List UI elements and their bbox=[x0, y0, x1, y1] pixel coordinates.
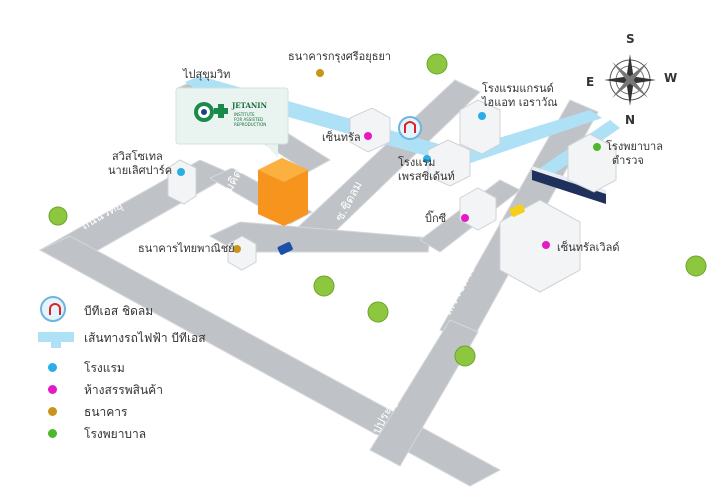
building-bigc bbox=[459, 187, 497, 231]
label-scb: ธนาคารไทยพาณิชย์ bbox=[138, 242, 235, 255]
building-swissotel bbox=[167, 159, 197, 205]
label-grand-hyatt-2: ไฮแอท เอราวัณ bbox=[481, 96, 558, 109]
map-legend: บีทีเอส ชิดลม เส้นทางรถไฟฟ้า บีทีเอส โรง… bbox=[38, 296, 298, 444]
place-markers bbox=[177, 69, 601, 253]
logo-sub2: FOR ASSISTED bbox=[234, 117, 263, 122]
marker-central-world bbox=[542, 241, 550, 249]
tree-3 bbox=[313, 275, 335, 297]
legend-hospital: โรงพยาบาล bbox=[38, 422, 298, 444]
logo-sub1: INSTITUTE bbox=[234, 112, 255, 117]
bank-dot-icon bbox=[48, 407, 57, 416]
marker-krungsri bbox=[316, 69, 324, 77]
compass-w: W bbox=[664, 71, 677, 85]
label-central-world: เซ็นทรัลเวิลด์ bbox=[557, 240, 619, 254]
car-yellow bbox=[509, 204, 525, 217]
label-police-hospital-2: ตำรวจ bbox=[612, 154, 644, 167]
compass-n: N bbox=[625, 113, 635, 127]
tree-2 bbox=[48, 206, 68, 226]
jetanin-building bbox=[258, 158, 308, 226]
label-police-hospital-1: โรงพยาบาล bbox=[606, 139, 663, 153]
marker-central bbox=[364, 132, 372, 140]
buildings bbox=[167, 99, 617, 293]
jetanin-logo-icon bbox=[194, 102, 228, 122]
legend-bank: ธนาคาร bbox=[38, 400, 298, 422]
bts-station-icon bbox=[40, 296, 66, 322]
tree-6 bbox=[685, 255, 707, 277]
compass-s: S bbox=[626, 32, 635, 46]
label-swissotel-2: นายเลิศปาร์ค bbox=[108, 164, 172, 177]
label-president-2: เพรสซิเด้นท์ bbox=[398, 170, 455, 183]
tree-4 bbox=[367, 301, 389, 323]
hospital-dot-icon bbox=[48, 429, 57, 438]
logo-name: JETANIN bbox=[231, 101, 268, 110]
tree-1 bbox=[426, 53, 448, 75]
legend-hospital-label: โรงพยาบาล bbox=[84, 427, 147, 441]
building-central-world bbox=[499, 199, 581, 293]
legend-bts-station-label: บีทีเอส ชิดลม bbox=[84, 304, 154, 318]
label-bigc: บิ๊กซี bbox=[425, 210, 447, 225]
tree-5 bbox=[454, 345, 476, 367]
marker-president bbox=[423, 155, 431, 163]
marker-scb bbox=[233, 245, 241, 253]
label-central: เซ็นทรัล bbox=[322, 130, 361, 144]
legend-hotel-label: โรงแรม bbox=[84, 361, 125, 375]
building-hospital bbox=[567, 133, 617, 193]
compass-e: E bbox=[586, 75, 594, 89]
legend-bts-line-label: เส้นทางรถไฟฟ้า บีทีเอส bbox=[84, 331, 206, 345]
car-blue bbox=[277, 242, 293, 255]
legend-hotel: โรงแรม bbox=[38, 356, 298, 378]
building-scb bbox=[227, 235, 257, 271]
legend-bank-label: ธนาคาร bbox=[84, 405, 128, 419]
bts-line-icon bbox=[38, 332, 74, 348]
road-pratunam bbox=[369, 319, 479, 467]
trees bbox=[48, 53, 707, 367]
label-president-1: โรงแรม bbox=[398, 155, 435, 169]
compass-rose: S E W N bbox=[586, 32, 677, 127]
marker-bigc bbox=[461, 214, 469, 222]
hotel-dot-icon bbox=[48, 363, 57, 372]
label-grand-hyatt-1: โรงแรมแกรนด์ bbox=[482, 81, 554, 95]
building-grand-hyatt bbox=[459, 99, 501, 155]
bts-chidlom-station-icon bbox=[398, 116, 422, 140]
label-sukhumvit: ไปสุขุมวิท bbox=[182, 68, 230, 81]
legend-bts-line: เส้นทางรถไฟฟ้า บีทีเอส bbox=[38, 326, 298, 356]
building-central bbox=[349, 107, 391, 153]
label-krungsri: ธนาคารกรุงศรีอยุธยา bbox=[288, 50, 391, 63]
marker-police-hospital bbox=[593, 143, 601, 151]
legend-mall: ห้างสรรพสินค้า bbox=[38, 378, 298, 400]
road-phetchaburi bbox=[38, 235, 502, 487]
marker-grand-hyatt bbox=[478, 112, 486, 120]
legend-mall-label: ห้างสรรพสินค้า bbox=[84, 383, 163, 397]
legend-bts-station: บีทีเอส ชิดลม bbox=[38, 296, 298, 326]
building-president bbox=[427, 139, 471, 187]
place-labels: ไปสุขุมวิท ธนาคารกรุงศรีอยุธยา โรงแรมแกร… bbox=[108, 50, 663, 255]
label-swissotel-1: สวิสโซเทล bbox=[112, 149, 163, 163]
marker-swissotel bbox=[177, 168, 185, 176]
jetanin-logo-callout: JETANIN INSTITUTE FOR ASSISTED REPRODUCT… bbox=[175, 87, 289, 158]
mall-dot-icon bbox=[48, 385, 57, 394]
logo-sub3: REPRODUCTION bbox=[234, 122, 266, 127]
